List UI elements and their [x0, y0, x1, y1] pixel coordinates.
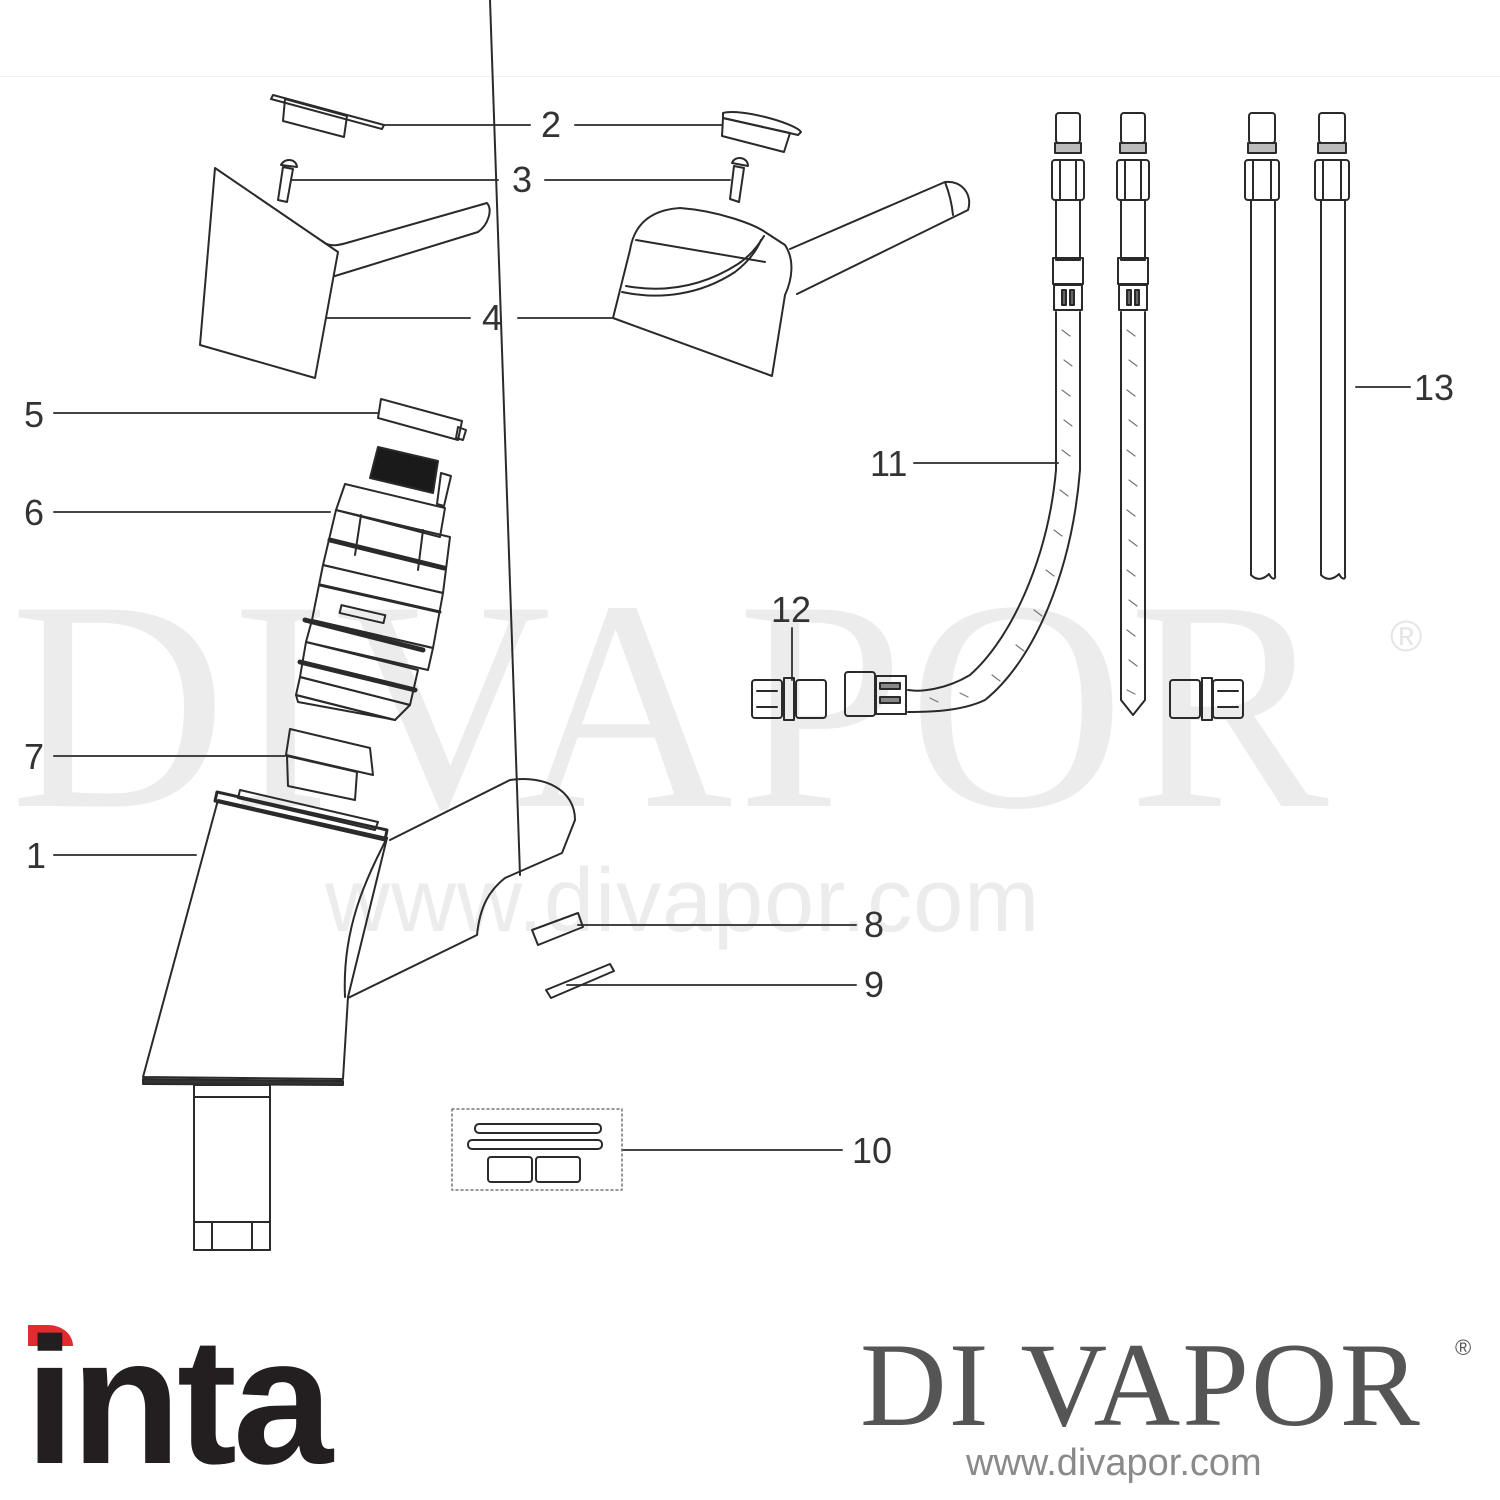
callout-8: 8	[864, 904, 885, 945]
part-10-aerator-kit	[451, 1108, 623, 1191]
callout-12: 12	[771, 589, 812, 630]
part-4-handle-front-view	[199, 167, 491, 379]
part-5-adaptor	[377, 398, 467, 441]
callout-1: 1	[26, 835, 47, 876]
part-1-tap-body	[142, 0, 576, 1251]
braid-pattern	[929, 329, 1138, 703]
divapor-registered-mark: ®	[1455, 1335, 1472, 1360]
callout-10: 10	[852, 1130, 893, 1171]
part-6-cartridge	[295, 446, 452, 721]
part-11-hose-straight	[1116, 112, 1150, 716]
watermark-url: www.divapor.com	[325, 851, 1041, 951]
part-7-bush	[285, 728, 374, 801]
divapor-logo: DI VAPOR	[860, 1318, 1422, 1451]
part-13-tail-left	[1244, 112, 1280, 580]
part-3-screw-right	[729, 157, 749, 203]
callout-13: 13	[1414, 367, 1455, 408]
callout-4: 4	[482, 297, 503, 338]
callout-9: 9	[864, 964, 885, 1005]
top-band	[0, 0, 1500, 77]
callout-5: 5	[24, 394, 45, 435]
leader-lines	[53, 124, 1411, 1151]
part-4-handle-side-view	[612, 180, 971, 377]
part-2-cap-right	[721, 111, 802, 153]
inta-logo: inta	[25, 1301, 333, 1500]
divapor-url: www.divapor.com	[966, 1442, 1262, 1484]
inta-logo-accent-icon	[28, 1325, 73, 1346]
callout-2: 2	[541, 104, 562, 145]
part-2-cap-left	[270, 94, 385, 138]
callout-11: 11	[870, 443, 908, 484]
part-3-screw-left	[277, 159, 298, 203]
callout-3: 3	[512, 159, 533, 200]
part-9-seal	[545, 963, 615, 999]
watermark-registered: ®	[1390, 612, 1423, 661]
callout-7: 7	[24, 736, 45, 777]
part-8-insert	[531, 912, 584, 946]
part-12-adaptor-left	[751, 677, 827, 721]
part-13-tail-right	[1314, 112, 1350, 580]
part-12-adaptor-right	[1169, 677, 1244, 721]
part-11-hose-curved	[844, 112, 1085, 717]
callout-6: 6	[24, 492, 45, 533]
